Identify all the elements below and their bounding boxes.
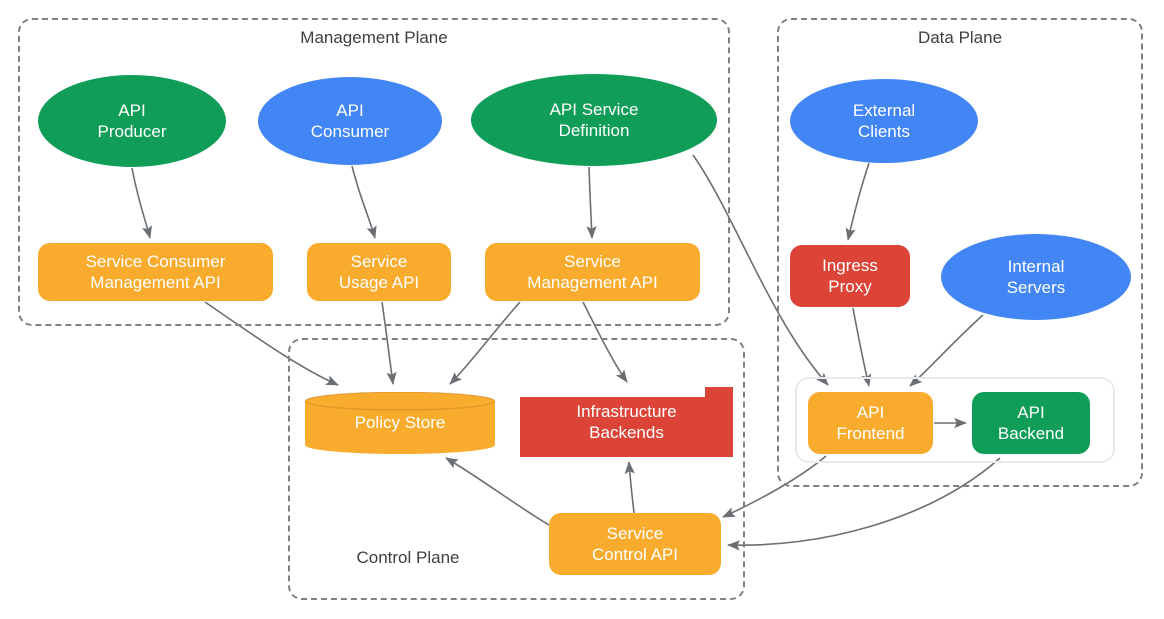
node-external-clients: External Clients [790, 79, 978, 163]
node-label-service-usage-api: Service Usage API [338, 251, 420, 292]
node-label-service-consumer-management-api: Service Consumer Management API [85, 251, 226, 292]
plane-title-control-plane: Control Plane [356, 548, 460, 567]
node-service-consumer-management-api: Service Consumer Management API [38, 243, 273, 301]
node-api-frontend: API Frontend [808, 392, 933, 454]
node-service-usage-api: Service Usage API [307, 243, 451, 301]
node-service-management-api: Service Management API [485, 243, 700, 301]
plane-control-plane [288, 338, 745, 600]
node-label-api-consumer: API Consumer [310, 100, 390, 141]
node-label-service-management-api: Service Management API [527, 251, 658, 292]
node-label-api-service-definition: API Service Definition [549, 99, 639, 140]
node-label-api-backend: API Backend [997, 402, 1065, 443]
node-service-control-api: Service Control API [549, 513, 721, 575]
group-api-runtime-group [795, 377, 1115, 463]
node-label-ingress-proxy: Ingress Proxy [822, 255, 878, 296]
node-label-api-producer: API Producer [97, 100, 167, 141]
node-api-producer: API Producer [38, 75, 226, 167]
node-label-policy-store: Policy Store [354, 413, 446, 433]
node-label-internal-servers: Internal Servers [1006, 256, 1066, 297]
node-api-consumer: API Consumer [258, 77, 442, 165]
plane-title-data-plane: Data Plane [917, 28, 1003, 47]
note-shape [520, 387, 733, 457]
node-internal-servers: Internal Servers [941, 234, 1131, 320]
plane-data-plane [777, 18, 1143, 487]
node-label-api-frontend: API Frontend [836, 402, 905, 443]
node-label-service-control-api: Service Control API [592, 523, 678, 564]
node-api-backend: API Backend [972, 392, 1090, 454]
node-label-external-clients: External Clients [852, 100, 916, 141]
node-policy-store: Policy Store [305, 392, 495, 454]
node-infrastructure-backends: Infrastructure Backends [520, 387, 733, 457]
node-api-service-definition: API Service Definition [471, 74, 717, 166]
plane-title-management-plane: Management Plane [300, 28, 448, 47]
plane-management-plane [18, 18, 730, 326]
cylinder-shape [305, 392, 495, 454]
node-ingress-proxy: Ingress Proxy [790, 245, 910, 307]
node-label-infrastructure-backends: Infrastructure Backends [576, 401, 677, 442]
